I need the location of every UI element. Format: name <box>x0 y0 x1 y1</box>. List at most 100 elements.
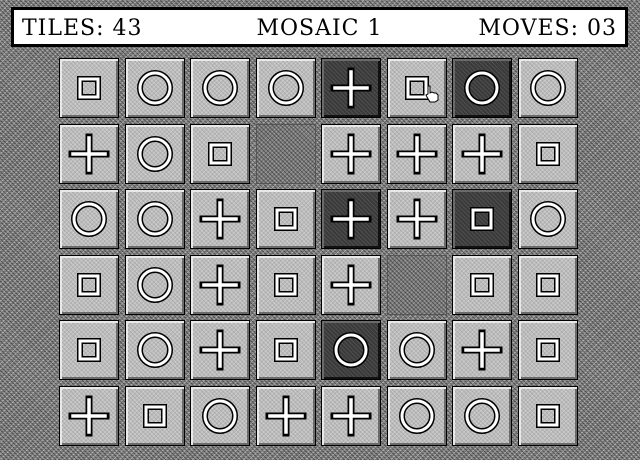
tile-r3-c8[interactable] <box>518 189 578 249</box>
plus-icon <box>68 395 110 437</box>
tile-r2-c4[interactable] <box>256 124 316 184</box>
circle-icon <box>399 332 435 368</box>
circle-icon <box>202 398 238 434</box>
tile-r4-c7[interactable] <box>452 255 512 315</box>
plus-icon <box>330 133 372 175</box>
tile-r5-c4[interactable] <box>256 320 316 380</box>
square-icon <box>405 76 429 100</box>
square-icon <box>536 338 560 362</box>
plus-icon <box>461 133 503 175</box>
circle-icon <box>464 70 500 106</box>
tile-r4-c3[interactable] <box>190 255 250 315</box>
tile-r5-c5[interactable] <box>321 320 381 380</box>
square-icon <box>274 207 298 231</box>
tile-r1-c2[interactable] <box>125 58 185 118</box>
tile-r6-c4[interactable] <box>256 386 316 446</box>
tile-r1-c8[interactable] <box>518 58 578 118</box>
tile-r4-c5[interactable] <box>321 255 381 315</box>
circle-icon <box>530 70 566 106</box>
tile-r1-c6[interactable] <box>387 58 447 118</box>
tile-r4-c4[interactable] <box>256 255 316 315</box>
plus-icon <box>330 264 372 306</box>
tile-r6-c8[interactable] <box>518 386 578 446</box>
hand-pointer-icon <box>425 85 439 103</box>
square-icon <box>77 338 101 362</box>
circle-icon <box>137 267 173 303</box>
tile-r4-c1[interactable] <box>59 255 119 315</box>
tile-r6-c7[interactable] <box>452 386 512 446</box>
tile-r4-c8[interactable] <box>518 255 578 315</box>
tile-r3-c2[interactable] <box>125 189 185 249</box>
tile-r6-c5[interactable] <box>321 386 381 446</box>
square-icon <box>274 273 298 297</box>
circle-icon <box>137 201 173 237</box>
tile-r5-c3[interactable] <box>190 320 250 380</box>
plus-icon <box>265 395 307 437</box>
tile-r1-c3[interactable] <box>190 58 250 118</box>
tile-r4-c6[interactable] <box>387 255 447 315</box>
plus-icon <box>199 264 241 306</box>
square-icon <box>536 142 560 166</box>
square-icon <box>143 404 167 428</box>
plus-icon <box>68 133 110 175</box>
plus-icon <box>330 198 372 240</box>
plus-icon <box>396 133 438 175</box>
level-title: MOSAIC 1 <box>256 16 383 41</box>
tile-r6-c1[interactable] <box>59 386 119 446</box>
game-board <box>59 58 579 454</box>
tile-r3-c4[interactable] <box>256 189 316 249</box>
circle-icon <box>202 70 238 106</box>
square-icon <box>470 207 494 231</box>
tile-r3-c5[interactable] <box>321 189 381 249</box>
status-bar: TILES: 43 MOSAIC 1 MOVES: 03 <box>11 7 628 47</box>
tile-r6-c2[interactable] <box>125 386 185 446</box>
tile-r6-c3[interactable] <box>190 386 250 446</box>
tiles-counter: TILES: 43 <box>22 16 143 41</box>
circle-icon <box>137 136 173 172</box>
square-icon <box>208 142 232 166</box>
circle-icon <box>137 70 173 106</box>
tile-r2-c8[interactable] <box>518 124 578 184</box>
circle-icon <box>137 332 173 368</box>
plus-icon <box>461 329 503 371</box>
tile-r5-c1[interactable] <box>59 320 119 380</box>
tile-r4-c2[interactable] <box>125 255 185 315</box>
tile-r5-c6[interactable] <box>387 320 447 380</box>
tile-r2-c6[interactable] <box>387 124 447 184</box>
tile-r2-c2[interactable] <box>125 124 185 184</box>
circle-icon <box>399 398 435 434</box>
tile-r5-c2[interactable] <box>125 320 185 380</box>
tile-r3-c6[interactable] <box>387 189 447 249</box>
tile-r6-c6[interactable] <box>387 386 447 446</box>
tile-r5-c8[interactable] <box>518 320 578 380</box>
tile-r1-c1[interactable] <box>59 58 119 118</box>
square-icon <box>274 338 298 362</box>
tile-r3-c3[interactable] <box>190 189 250 249</box>
square-icon <box>470 273 494 297</box>
tile-r2-c5[interactable] <box>321 124 381 184</box>
tile-r2-c1[interactable] <box>59 124 119 184</box>
square-icon <box>77 273 101 297</box>
tile-r2-c3[interactable] <box>190 124 250 184</box>
moves-counter: MOVES: 03 <box>478 16 617 41</box>
plus-icon <box>330 67 372 109</box>
plus-icon <box>330 395 372 437</box>
square-icon <box>77 76 101 100</box>
circle-icon <box>464 398 500 434</box>
circle-icon <box>530 201 566 237</box>
square-icon <box>536 404 560 428</box>
square-icon <box>536 273 560 297</box>
tile-r3-c7[interactable] <box>452 189 512 249</box>
plus-icon <box>199 198 241 240</box>
tile-r5-c7[interactable] <box>452 320 512 380</box>
circle-icon <box>268 70 304 106</box>
tile-r2-c7[interactable] <box>452 124 512 184</box>
circle-icon <box>71 201 107 237</box>
tile-r1-c5[interactable] <box>321 58 381 118</box>
plus-icon <box>396 198 438 240</box>
circle-icon <box>333 332 369 368</box>
tile-r1-c7[interactable] <box>452 58 512 118</box>
plus-icon <box>199 329 241 371</box>
tile-r1-c4[interactable] <box>256 58 316 118</box>
tile-r3-c1[interactable] <box>59 189 119 249</box>
